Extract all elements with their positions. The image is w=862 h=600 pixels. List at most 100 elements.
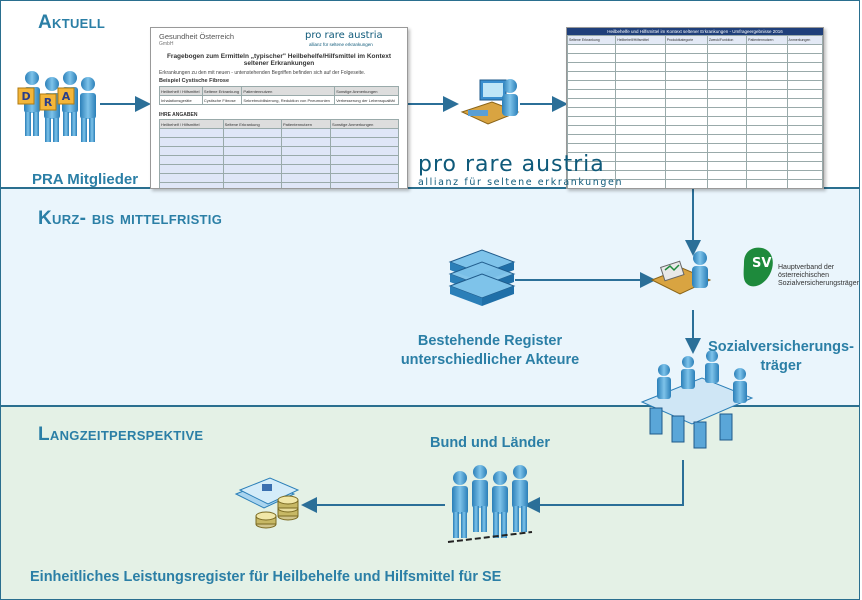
col-header: Sonstige Anmerkungen bbox=[329, 119, 400, 129]
band-title-kurz: Kurz- bis mittelfristig bbox=[38, 208, 223, 229]
table-cell bbox=[706, 152, 748, 162]
table-cell bbox=[746, 161, 788, 171]
table-cell bbox=[664, 44, 708, 54]
table-cell bbox=[786, 125, 823, 135]
table-cell bbox=[615, 89, 666, 99]
label-sozialversicherungstraeger: Sozialversicherungs- träger bbox=[700, 338, 862, 376]
table-cell bbox=[706, 125, 748, 135]
table-cell bbox=[615, 98, 666, 108]
label-line: träger bbox=[760, 358, 802, 374]
table-row bbox=[567, 107, 823, 117]
table-cell bbox=[746, 44, 788, 54]
table-cell bbox=[567, 53, 617, 63]
table-cell bbox=[615, 44, 666, 54]
table-cell bbox=[567, 125, 617, 135]
table-cell bbox=[615, 107, 666, 117]
table-cell bbox=[746, 134, 788, 144]
table-cell bbox=[746, 179, 788, 188]
sv-logo-line: Hauptverband der bbox=[778, 264, 835, 271]
col-header: Heilbehelf / Hilfsmittel bbox=[159, 86, 203, 96]
col-header: Sonstige Anmerkungen bbox=[334, 86, 399, 96]
table-cell bbox=[786, 44, 823, 54]
table-row bbox=[567, 116, 823, 126]
table-cell bbox=[567, 107, 617, 117]
label-line: Bestehende Register bbox=[417, 333, 563, 349]
table-cell bbox=[567, 80, 617, 90]
table-cell bbox=[746, 152, 788, 162]
results-col-header: Zweck/Funktion bbox=[706, 35, 748, 45]
col-header: Seltene Erkrankung bbox=[222, 119, 283, 129]
arrow-sv-to-bund bbox=[524, 460, 684, 513]
table-cell bbox=[665, 189, 707, 190]
table-row bbox=[567, 44, 823, 54]
svg-text:D: D bbox=[21, 90, 30, 103]
table-cell bbox=[664, 98, 708, 108]
results-col-header: Seltene Erkrankung bbox=[567, 35, 617, 45]
table-cell bbox=[746, 125, 788, 135]
table-cell bbox=[746, 71, 788, 81]
questionnaire-title: Fragebogen zum Ermitteln „typischer" Hei… bbox=[166, 53, 392, 67]
table-cell bbox=[707, 189, 746, 190]
table-row bbox=[568, 189, 823, 190]
table-cell bbox=[786, 89, 823, 99]
results-table-title: Heilbehelfe und Hilfsmittel im Kontext s… bbox=[567, 28, 823, 35]
col-header: Heilbehelf / Hilfsmittel bbox=[159, 119, 224, 129]
table-cell bbox=[786, 170, 823, 180]
table-cell bbox=[615, 134, 666, 144]
results-col-header: Anmerkungen bbox=[786, 35, 823, 45]
table-cell bbox=[664, 152, 708, 162]
table-cell bbox=[664, 143, 708, 153]
table-cell bbox=[786, 134, 823, 144]
table-cell bbox=[706, 107, 748, 117]
table-cell bbox=[664, 134, 708, 144]
table-cell bbox=[664, 170, 708, 180]
table-row bbox=[567, 179, 823, 188]
band-title-lang: Langzeitperspektive bbox=[38, 424, 204, 445]
table-cell bbox=[664, 179, 708, 188]
table-cell bbox=[786, 107, 823, 117]
meeting-table-icon bbox=[640, 350, 754, 449]
table-row bbox=[567, 80, 823, 90]
example-cell: Verbesserung der Lebensqualität bbox=[334, 95, 399, 105]
example-cell: Inhalationsgeräte bbox=[159, 95, 203, 105]
col-header: Seltene Erkrankung bbox=[201, 86, 243, 96]
questionnaire-input-table: Heilbehelf / Hilfsmittel Seltene Erkrank… bbox=[159, 119, 400, 188]
pro-rare-austria-logo: pro rare austria allianz für seltene erk… bbox=[418, 152, 623, 188]
table-cell bbox=[567, 98, 617, 108]
table-row bbox=[567, 89, 823, 99]
svg-text:A: A bbox=[62, 90, 71, 103]
table-cell bbox=[615, 53, 666, 63]
table-cell bbox=[706, 170, 748, 180]
table-cell bbox=[746, 170, 788, 180]
table-cell bbox=[786, 80, 823, 90]
table-cell bbox=[706, 44, 748, 54]
label-bestehende-register: Bestehende Register unterschiedlicher Ak… bbox=[380, 332, 600, 370]
table-cell bbox=[786, 62, 823, 72]
sv-logo-line: Sozialversicherungsträger bbox=[778, 280, 859, 287]
results-col-header: Heilbehelf/Hilfsmittel bbox=[615, 35, 666, 45]
svg-text:R: R bbox=[44, 96, 53, 109]
sv-logo-mark bbox=[743, 247, 773, 287]
table-cell bbox=[706, 143, 748, 153]
table-cell bbox=[746, 53, 788, 63]
table-cell bbox=[664, 125, 708, 135]
label-line: Sozialversicherungs- bbox=[708, 339, 854, 355]
example-cell: Cystische Fibrose bbox=[201, 95, 243, 105]
table-cell bbox=[664, 89, 708, 99]
table-cell bbox=[786, 179, 823, 188]
label-einheitliches-register: Einheitliches Leistungsregister für Heil… bbox=[30, 569, 502, 585]
label-bund-und-laender: Bund und Länder bbox=[429, 435, 550, 451]
register-stack-icon bbox=[448, 249, 516, 306]
table-cell bbox=[615, 125, 666, 135]
table-cell bbox=[567, 89, 617, 99]
questionnaire-logo-tag: allianz für seltene erkrankungen bbox=[309, 42, 373, 47]
data-entry-person bbox=[460, 79, 520, 125]
table-cell bbox=[706, 161, 748, 171]
bund-laender-figures bbox=[447, 465, 533, 543]
results-col-header: Patientennutzen bbox=[746, 35, 788, 45]
table-cell bbox=[616, 189, 666, 190]
table-cell bbox=[615, 71, 666, 81]
table-cell bbox=[746, 107, 788, 117]
